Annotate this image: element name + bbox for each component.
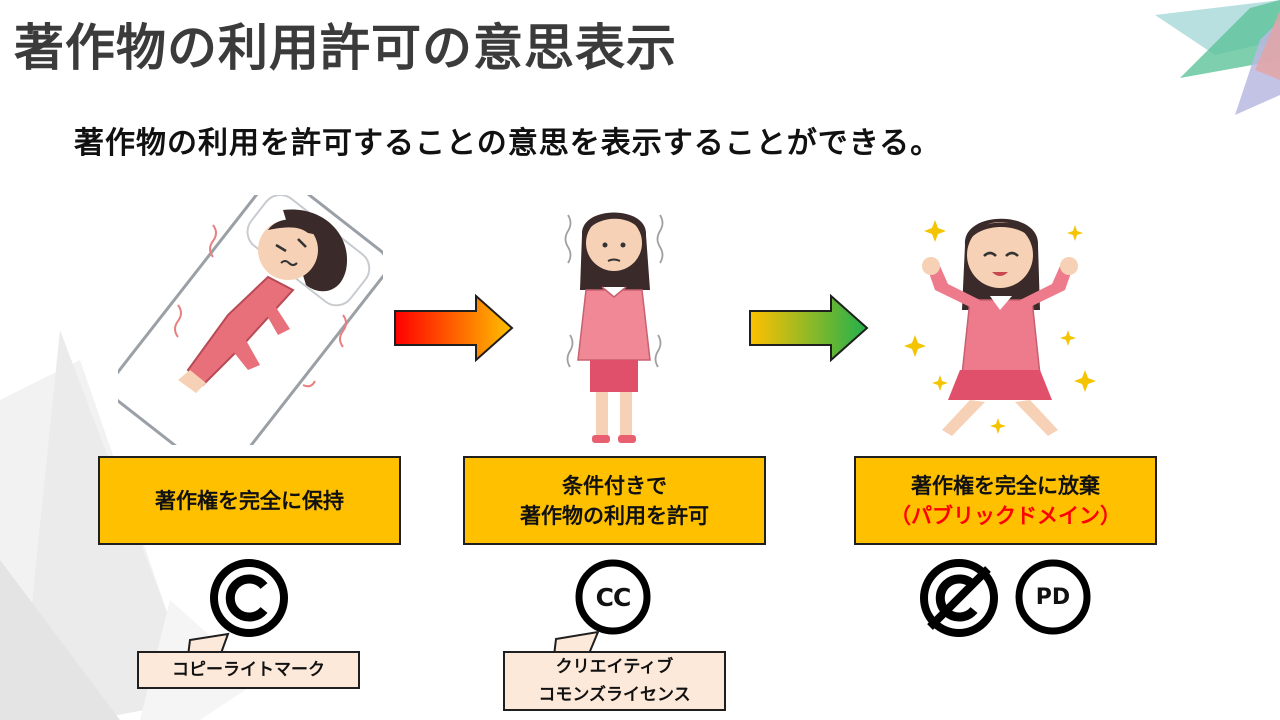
callout-line: コピーライトマーク xyxy=(172,660,325,680)
callout-creative-commons-license: クリエイティブ コモンズライセンス xyxy=(503,651,726,711)
happy-woman-illustration xyxy=(904,218,1096,436)
label-line: 著作権を完全に保持 xyxy=(155,488,344,513)
no-copyright-icon xyxy=(920,559,998,637)
callout-line: コモンズライセンス xyxy=(538,685,691,705)
worried-woman-illustration xyxy=(564,212,664,443)
callout-pointer xyxy=(552,630,600,656)
callout-line: クリエイティブ xyxy=(555,657,674,677)
label-box-public-domain: 著作権を完全に放棄 （パブリックドメイン） xyxy=(854,456,1157,545)
creative-commons-icon: CC xyxy=(573,557,653,637)
sick-woman-in-bed-illustration xyxy=(118,195,383,445)
copyright-icon xyxy=(210,559,288,637)
cc-icon-text: CC xyxy=(595,582,632,612)
page-title: 著作物の利用許可の意思表示 xyxy=(14,19,677,77)
page-subtitle: 著作物の利用を許可することの意思を表示することができる。 xyxy=(74,126,942,161)
label-line: 著作物の利用を許可 xyxy=(520,503,709,528)
label-box-full-copyright: 著作権を完全に保持 xyxy=(98,456,401,545)
public-domain-icon: PD xyxy=(1013,557,1093,637)
label-box-conditional-permission: 条件付きで 著作物の利用を許可 xyxy=(463,456,766,545)
label-highlight: （パブリックドメイン） xyxy=(890,503,1121,528)
callout-pointer xyxy=(186,632,230,656)
arrow-red-to-yellow xyxy=(394,293,514,363)
arrow-yellow-to-green xyxy=(749,293,869,363)
label-line: 著作権を完全に放棄 xyxy=(911,473,1100,498)
label-line: 条件付きで xyxy=(562,473,667,498)
pd-icon-text: PD xyxy=(1035,584,1071,610)
callout-copyright-mark: コピーライトマーク xyxy=(137,651,360,689)
